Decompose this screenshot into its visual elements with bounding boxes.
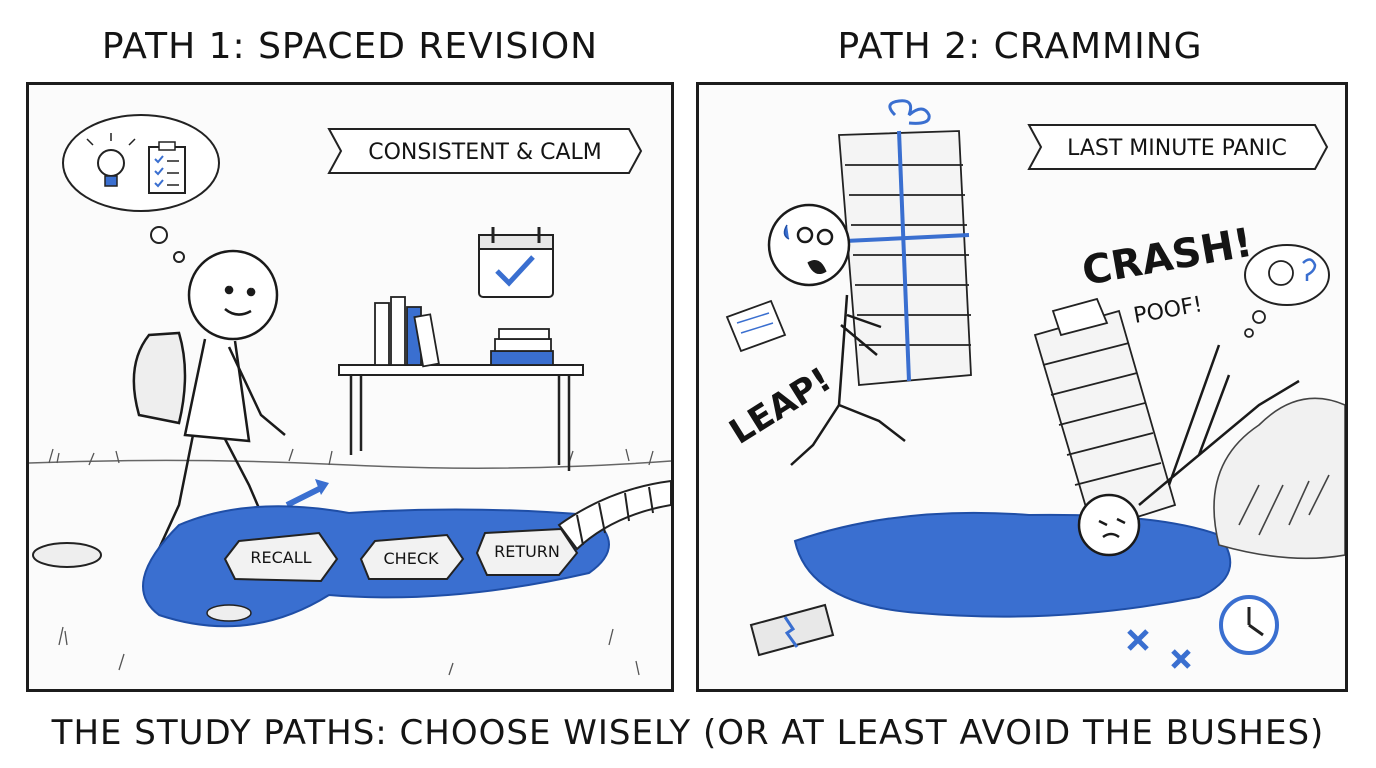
small-stone (206, 604, 252, 622)
grass-tufts (48, 448, 654, 676)
step-arrow-icon (285, 484, 325, 508)
leap-sfx: LEAP! (723, 360, 839, 453)
clock-icon (1219, 595, 1279, 655)
banner-text: LAST MINUTE PANIC (1067, 136, 1287, 161)
panicking-student-figure (767, 203, 906, 466)
broken-items (1127, 629, 1191, 669)
flying-paper (725, 299, 787, 353)
banner-text: CONSISTENT & CALM (368, 140, 602, 165)
confused-thought-cloud (1244, 244, 1330, 338)
stepping-stone-check: CHECK (359, 533, 465, 580)
cramming-illustration: LAST MINUTE PANIC LEAP! CRASH! POOF! (723, 99, 1345, 669)
step-arrow-head (315, 479, 329, 495)
thought-cloud (62, 114, 220, 263)
spaced-revision-panel: CONSISTENT & CALM (26, 82, 674, 692)
stepping-stone-return: RETURN (475, 527, 579, 576)
collapsing-paper-stack (1033, 297, 1177, 533)
rock (32, 542, 102, 568)
water-puddle (793, 511, 1232, 618)
left-panel-title: PATH 1: SPACED REVISION (101, 26, 599, 67)
last-minute-panic-banner: LAST MINUTE PANIC (1027, 124, 1329, 170)
stone-label-recall: RECALL (250, 548, 311, 567)
lightbulb-icon (86, 133, 136, 187)
fallen-student-figure (1077, 344, 1300, 557)
stone-label-return: RETURN (494, 542, 560, 561)
stone-label-check: CHECK (384, 549, 439, 568)
spaced-revision-illustration: CONSISTENT & CALM (29, 114, 671, 676)
sweat-drop-icon (783, 224, 790, 240)
desk (338, 364, 584, 471)
books (374, 296, 554, 368)
right-panel-title: PATH 2: CRAMMING (837, 26, 1203, 67)
cramming-panel: LAST MINUTE PANIC LEAP! CRASH! POOF! (696, 82, 1348, 692)
clipboard-icon (148, 141, 186, 194)
poof-sfx: POOF! (1132, 292, 1205, 329)
calendar-check-icon (478, 227, 554, 298)
consistent-calm-banner: CONSISTENT & CALM (327, 128, 643, 174)
crash-sfx: CRASH! (1079, 220, 1256, 295)
footer-caption: THE STUDY PATHS: CHOOSE WISELY (OR AT LE… (51, 713, 1325, 753)
small-bridge (557, 479, 671, 551)
paper-stack-tall (838, 99, 972, 386)
bush (1213, 397, 1345, 560)
crushed-can-icon (749, 603, 835, 657)
ground-line (29, 459, 671, 469)
calm-student-figure (132, 249, 286, 554)
stepping-stone-recall: RECALL (223, 531, 339, 583)
